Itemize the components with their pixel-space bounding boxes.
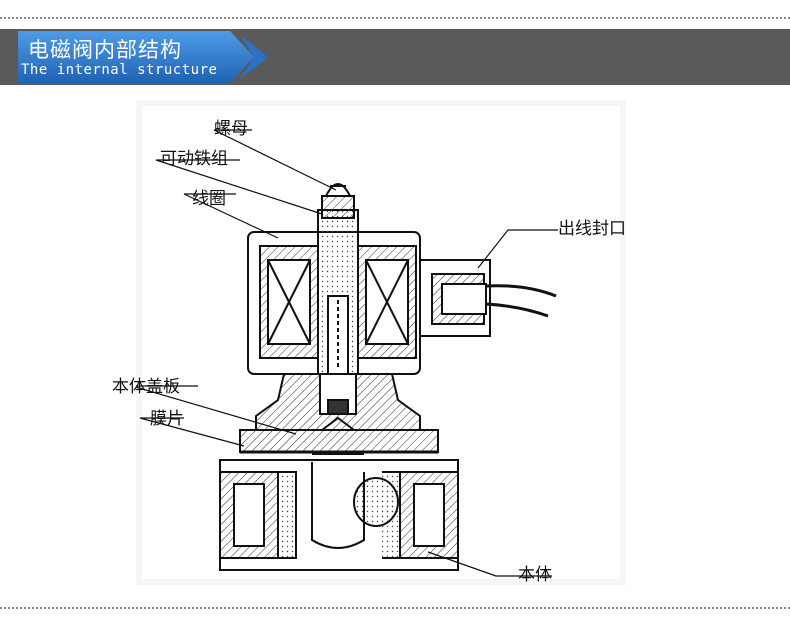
label-coil: 线圈: [192, 189, 226, 209]
label-outlet-seal: 出线封口: [558, 219, 626, 239]
label-armature: 可动铁组: [160, 149, 228, 169]
valve-body: [219, 453, 459, 571]
bonnet: [255, 373, 421, 431]
armature-tube: [317, 209, 359, 375]
title-tag-shape: [18, 31, 268, 83]
diaphragm: [239, 416, 439, 454]
section-title: 电磁阀内部结构: [28, 38, 182, 62]
label-diaphragm: 膜片: [150, 409, 184, 429]
label-bonnet: 本体盖板: [112, 377, 180, 397]
leader-lines: [136, 129, 558, 577]
cable-outlet: [419, 259, 557, 337]
solenoid-valve-diagram: [136, 100, 626, 585]
section-subtitle: The internal structure: [21, 62, 218, 78]
title-tag: [18, 31, 276, 83]
label-body: 本体: [518, 565, 552, 585]
bottom-dotted-divider: [0, 607, 790, 609]
top-dotted-divider: [0, 17, 790, 19]
nut: [321, 183, 355, 219]
label-nut: 螺母: [214, 119, 248, 139]
